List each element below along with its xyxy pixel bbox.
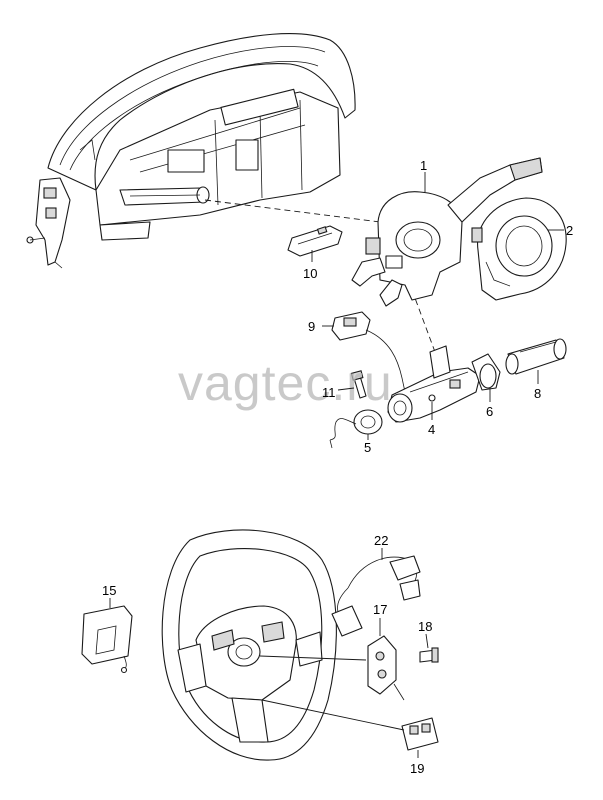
steering-wheel bbox=[161, 529, 337, 761]
callout-10: 10 bbox=[303, 266, 317, 281]
switch-plate-part-19 bbox=[401, 717, 439, 751]
callout-8: 8 bbox=[534, 386, 541, 401]
callout-17: 17 bbox=[373, 602, 387, 617]
leader-18 bbox=[425, 633, 429, 649]
callout-22: 22 bbox=[374, 533, 388, 548]
lock-housing-part-4 bbox=[387, 345, 481, 423]
combination-switch-part-1 bbox=[351, 157, 543, 307]
callout-6: 6 bbox=[486, 404, 493, 419]
button-module-part-17 bbox=[367, 635, 405, 701]
callout-9: 9 bbox=[308, 319, 315, 334]
callout-4: 4 bbox=[428, 422, 435, 437]
control-unit-part-10 bbox=[287, 225, 343, 257]
callout-19: 19 bbox=[410, 761, 424, 776]
callout-15: 15 bbox=[102, 583, 116, 598]
screw-part-18 bbox=[419, 647, 439, 663]
ignition-switch-part-5 bbox=[329, 409, 383, 449]
leader-wheel-17 bbox=[259, 655, 367, 661]
leader-dash-switch-lock bbox=[411, 289, 439, 361]
callout-5: 5 bbox=[364, 440, 371, 455]
watermark-text: vagtec.ru bbox=[178, 355, 393, 411]
dashboard-assembly bbox=[26, 33, 356, 269]
trim-ring-part-6 bbox=[471, 353, 501, 391]
lock-cylinder-part-8 bbox=[505, 338, 567, 375]
leader-wheel-19 bbox=[261, 699, 405, 731]
leader-11 bbox=[337, 387, 355, 391]
callout-1: 1 bbox=[420, 158, 427, 173]
harness-part-22 bbox=[331, 555, 421, 637]
module-part-9 bbox=[331, 311, 406, 393]
callout-2: 2 bbox=[566, 223, 573, 238]
bracket-part-15 bbox=[81, 605, 133, 674]
shear-bolt-part-11 bbox=[350, 370, 367, 399]
clock-spring-part-2 bbox=[471, 197, 567, 301]
callout-11: 11 bbox=[322, 385, 336, 400]
callout-18: 18 bbox=[418, 619, 432, 634]
